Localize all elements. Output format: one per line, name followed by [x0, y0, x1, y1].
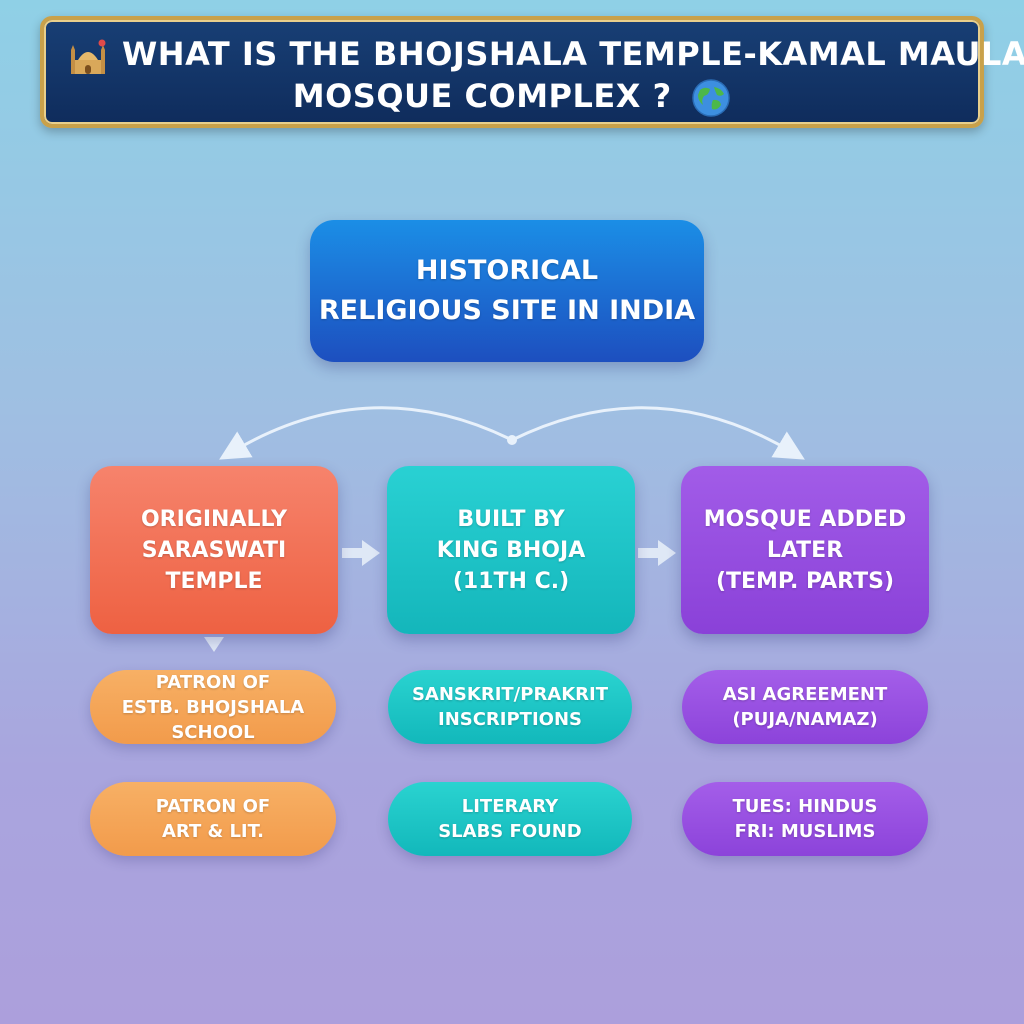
title-line-1: WHAT IS THE BHOJSHALA TEMPLE-KAMAL MAULA: [122, 35, 1024, 73]
connector-junction: [507, 435, 517, 445]
connector-left-curve: [219, 406, 513, 460]
root-node-text: HISTORICAL RELIGIOUS SITE IN INDIA: [318, 255, 696, 326]
main-box-mosque-added: MOSQUE ADDED LATER (TEMP. PARTS): [681, 466, 929, 634]
detail-pill-teal-1: SANSKRIT/PRAKRIT INSCRIPTIONS: [388, 670, 632, 744]
root-node: HISTORICAL RELIGIOUS SITE IN INDIA: [310, 220, 704, 362]
title-line-2-text: MOSQUE COMPLEX ?: [292, 77, 672, 115]
main-box-king-bhoja: BUILT BY KING BHOJA (11TH C.): [387, 466, 635, 634]
detail-pill-teal-2: LITERARY SLABS FOUND: [388, 782, 632, 856]
detail-pill-text: TUES: HINDUS FRI: MUSLIMS: [732, 796, 878, 842]
main-box-text: ORIGINALLY SARASWATI TEMPLE: [140, 506, 288, 594]
arrow-teal-to-purple: [638, 540, 676, 566]
connector-right-curve: [511, 406, 805, 460]
title-line-2: MOSQUE COMPLEX ?: [44, 76, 980, 118]
arrow-orange-to-teal: [342, 540, 380, 566]
detail-pill-text: SANSKRIT/PRAKRIT INSCRIPTIONS: [411, 684, 609, 730]
detail-pill-purple-1: ASI AGREEMENT (PUJA/NAMAZ): [682, 670, 928, 744]
detail-pill-text: PATRON OF ESTB. BHOJSHALA SCHOOL: [121, 671, 305, 743]
detail-pill-text: LITERARY SLABS FOUND: [438, 796, 582, 842]
title-banner: WHAT IS THE BHOJSHALA TEMPLE-KAMAL MAULA…: [40, 16, 1024, 128]
arrow-orange-down: [204, 637, 224, 652]
detail-pill-orange-1: PATRON OF ESTB. BHOJSHALA SCHOOL: [90, 670, 336, 744]
main-box-text: MOSQUE ADDED LATER (TEMP. PARTS): [703, 506, 907, 594]
globe-icon: [692, 79, 731, 117]
detail-pill-orange-2: PATRON OF ART & LIT.: [90, 782, 336, 856]
detail-pill-purple-2: TUES: HINDUS FRI: MUSLIMS: [682, 782, 928, 856]
mosque-icon: [71, 39, 106, 74]
main-box-text: BUILT BY KING BHOJA (11TH C.): [436, 506, 586, 594]
main-box-saraswati-temple: ORIGINALLY SARASWATI TEMPLE: [90, 466, 338, 634]
detail-pill-text: ASI AGREEMENT (PUJA/NAMAZ): [722, 684, 888, 730]
detail-pill-text: PATRON OF ART & LIT.: [155, 796, 271, 842]
